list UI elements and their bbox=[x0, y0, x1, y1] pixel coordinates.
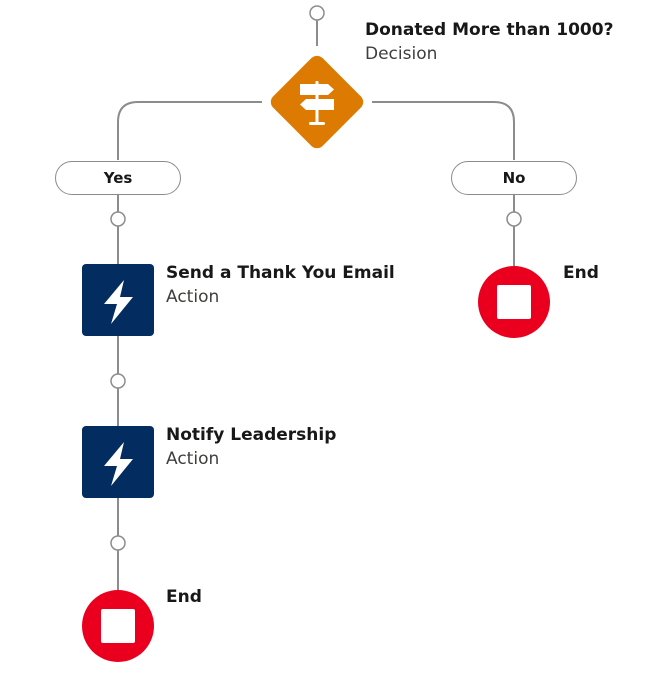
end-label-left: End bbox=[166, 587, 202, 607]
signpost-icon bbox=[300, 81, 334, 125]
action-node-notify-leadership[interactable] bbox=[82, 426, 154, 498]
yes-branch-line bbox=[117, 101, 262, 160]
flow-connectors bbox=[117, 20, 515, 590]
decision-type: Decision bbox=[365, 44, 438, 64]
lightning-bolt-icon bbox=[104, 442, 133, 486]
end-node-left[interactable] bbox=[82, 590, 154, 662]
outcome-yes-label: Yes bbox=[103, 169, 133, 187]
action-title-send-email: Send a Thank You Email bbox=[166, 263, 395, 283]
decision-node[interactable] bbox=[268, 53, 367, 152]
add-element-connector-after-email[interactable] bbox=[110, 373, 126, 389]
outcome-no-pill[interactable]: No bbox=[451, 161, 577, 195]
action-node-send-email[interactable] bbox=[82, 264, 154, 336]
decision-title: Donated More than 1000? bbox=[365, 20, 614, 40]
action-type-notify-leadership: Action bbox=[166, 449, 220, 469]
add-element-connector-yes[interactable] bbox=[110, 211, 126, 227]
end-node-right[interactable] bbox=[478, 266, 550, 338]
no-branch-line bbox=[372, 101, 515, 160]
add-element-connector-no[interactable] bbox=[506, 211, 522, 227]
stop-square-icon bbox=[101, 609, 135, 643]
add-element-connector-top[interactable] bbox=[309, 5, 325, 21]
stop-square-icon bbox=[497, 285, 531, 319]
lightning-bolt-icon bbox=[104, 280, 133, 324]
action-title-notify-leadership: Notify Leadership bbox=[166, 425, 337, 445]
outcome-no-label: No bbox=[502, 169, 526, 187]
action-type-send-email: Action bbox=[166, 287, 220, 307]
end-label-right: End bbox=[563, 263, 599, 283]
add-element-connector-after-notify[interactable] bbox=[110, 535, 126, 551]
outcome-yes-pill[interactable]: Yes bbox=[55, 161, 181, 195]
